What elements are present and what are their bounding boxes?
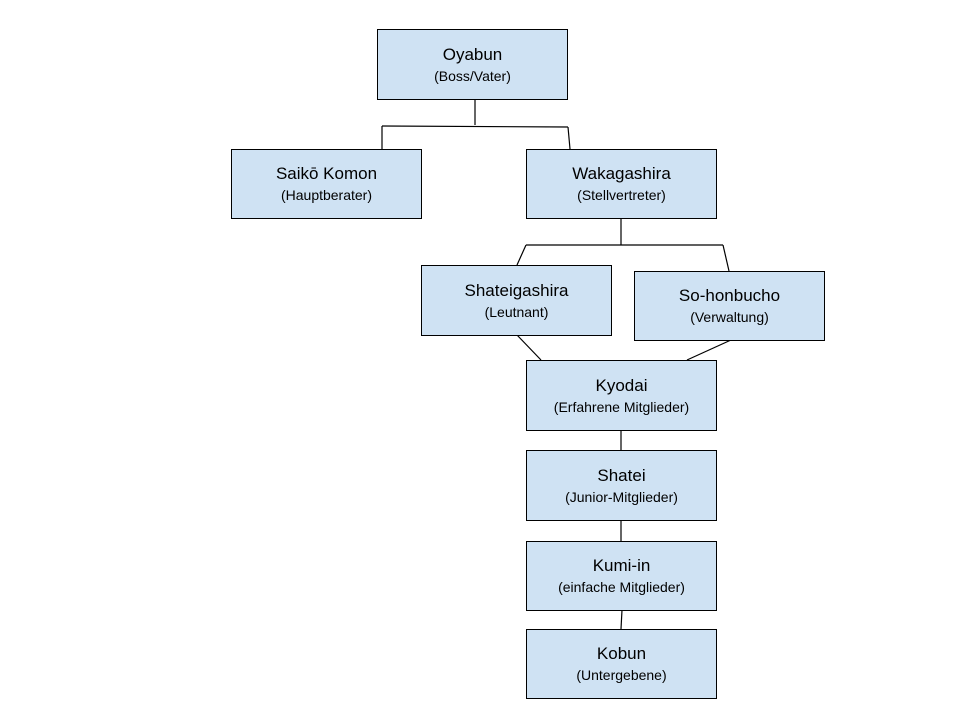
node-oyabun: Oyabun (Boss/Vater)	[377, 29, 568, 100]
connector	[516, 244, 527, 266]
node-subtitle: (Leutnant)	[484, 303, 549, 320]
node-kumi-in: Kumi-in (einfache Mitglieder)	[526, 541, 717, 611]
node-title: Shateigashira	[464, 280, 569, 300]
node-shateigashira: Shateigashira (Leutnant)	[421, 265, 612, 336]
node-wakagashira: Wakagashira (Stellvertreter)	[526, 149, 717, 219]
node-kyodai: Kyodai (Erfahrene Mitglieder)	[526, 360, 717, 431]
node-title: Wakagashira	[572, 164, 671, 183]
node-title: Saikō Komon	[275, 164, 378, 183]
node-subtitle: (einfache Mitglieder)	[558, 579, 685, 595]
node-subtitle: (Untergebene)	[576, 667, 667, 683]
node-saiko-komon: Saikō Komon (Hauptberater)	[231, 149, 422, 219]
node-title: So-honbucho	[678, 286, 781, 305]
node-title: Kobun	[596, 644, 647, 663]
connector	[567, 126, 571, 150]
node-subtitle: (Hauptberater)	[280, 187, 373, 203]
node-subtitle: (Erfahrene Mitglieder)	[553, 398, 690, 415]
connector	[722, 244, 730, 272]
node-title: Kumi-in	[592, 556, 651, 575]
node-subtitle: (Junior-Mitglieder)	[565, 488, 678, 505]
node-subtitle: (Verwaltung)	[690, 309, 769, 325]
connector	[516, 334, 542, 361]
node-shatei: Shatei (Junior-Mitglieder)	[526, 450, 717, 521]
node-title: Oyabun	[442, 44, 503, 64]
node-title: Shatei	[597, 465, 646, 485]
node-kobun: Kobun (Untergebene)	[526, 629, 717, 699]
connector	[620, 609, 623, 630]
node-so-honbucho: So-honbucho (Verwaltung)	[634, 271, 825, 341]
connector	[686, 339, 732, 361]
node-title: Kyodai	[595, 375, 648, 395]
connector	[381, 125, 569, 128]
node-subtitle: (Stellvertreter)	[577, 187, 666, 203]
node-subtitle: (Boss/Vater)	[434, 67, 511, 84]
